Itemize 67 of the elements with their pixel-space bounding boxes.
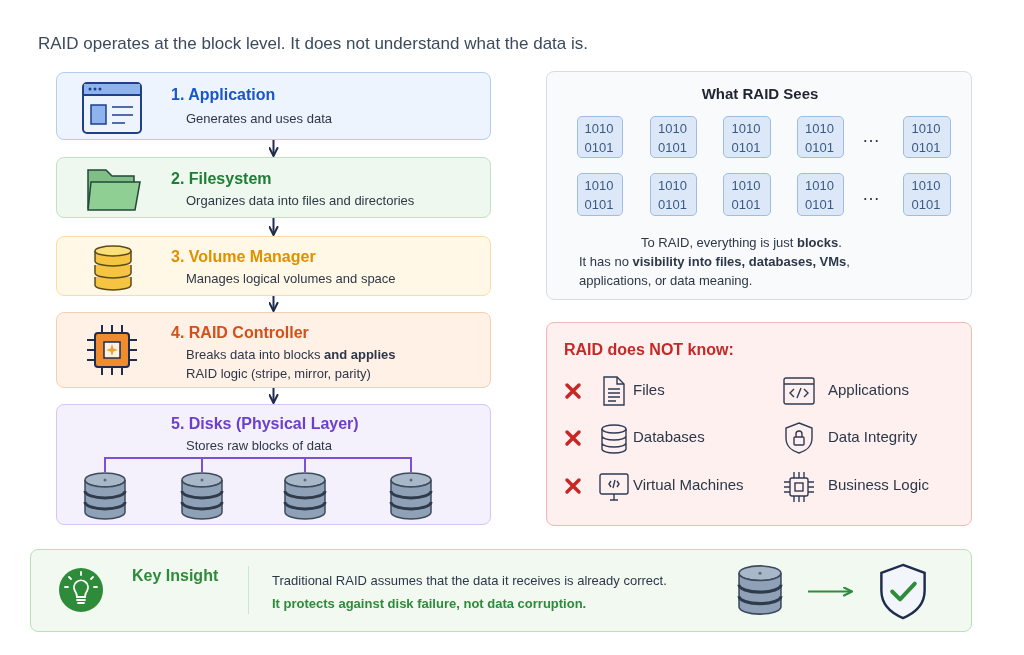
layer-description: Stores raw blocks of data <box>186 437 332 455</box>
ellipsis: … <box>862 185 880 204</box>
data-block <box>722 115 771 158</box>
insight-text: It protects against disk failure, not data corruption. <box>272 595 587 613</box>
layer-box <box>56 404 491 525</box>
layer-description: Manages logical volumes and space <box>186 270 396 288</box>
arrow <box>268 295 279 312</box>
list-item: Business Logic <box>828 475 929 494</box>
data-block <box>722 172 771 216</box>
binary-text: 1010 0101 <box>657 176 688 214</box>
arrow <box>268 387 279 404</box>
layer-title: 1. Application <box>171 85 276 104</box>
panel-title: What RAID Sees <box>700 84 820 103</box>
disk-stack <box>283 471 326 520</box>
list-item: Files <box>633 380 665 399</box>
binary-text: 1010 0101 <box>583 176 615 214</box>
binary-text: 1010 0101 <box>583 119 615 157</box>
insight-banner <box>30 549 972 632</box>
layer-title: 2. Filesystem <box>171 169 272 188</box>
layer-title: 3. Volume Manager <box>171 247 316 266</box>
panel-text: It has no visibility into files, databases, VMs, applications, or data meaning. <box>579 253 851 290</box>
insight-text: Traditional RAID assumes that the data it receives is already correct. <box>272 572 667 590</box>
arrow <box>268 217 279 236</box>
shield-check <box>877 562 928 620</box>
binary-text: 1010 0101 <box>804 119 835 157</box>
disk-stack <box>389 471 432 520</box>
binary-text: 1010 0101 <box>657 119 688 157</box>
list-item: Virtual Machines <box>633 475 744 494</box>
layer-title: 5. Disks (Physical Layer) <box>171 414 359 433</box>
panel-title: RAID does NOT know: <box>564 340 734 359</box>
data-block <box>902 172 951 216</box>
disk-stack <box>180 471 223 520</box>
binary-text: 1010 0101 <box>910 176 942 214</box>
panel-text: To RAID, everything is just blocks. <box>641 234 842 252</box>
layer-title: 4. RAID Controller <box>171 323 309 342</box>
connector-line <box>201 457 306 473</box>
binary-text: 1010 0101 <box>910 119 942 157</box>
layer-box <box>56 157 491 218</box>
insight-title: Key Insight <box>132 566 219 585</box>
list-item: Databases <box>633 427 705 446</box>
disk-stack <box>83 471 126 520</box>
data-block <box>576 115 623 158</box>
data-block <box>796 115 844 158</box>
list-item: Applications <box>828 380 909 399</box>
connector-line <box>304 457 412 473</box>
arrow <box>807 586 853 597</box>
data-block <box>649 115 697 158</box>
panel-box <box>546 71 972 300</box>
layer-box <box>56 236 491 296</box>
arrow <box>268 139 279 157</box>
data-block <box>902 115 951 158</box>
data-block <box>576 172 623 216</box>
data-block <box>796 172 844 216</box>
binary-text: 1010 0101 <box>730 176 762 214</box>
panel-box <box>546 322 972 526</box>
ellipsis: … <box>862 127 880 146</box>
binary-text: 1010 0101 <box>804 176 835 214</box>
data-block <box>649 172 697 216</box>
heading: RAID operates at the block level. It does not understand what the data is. <box>38 34 588 53</box>
list-item: Data Integrity <box>828 427 918 446</box>
layer-description: Generates and uses data <box>186 110 332 128</box>
layer-description: Breaks data into blocks and applies RAID logic (stripe, mirror, parity) <box>186 346 397 383</box>
layer-box <box>56 312 491 388</box>
connector-line <box>104 457 203 473</box>
binary-text: 1010 0101 <box>730 119 762 157</box>
layer-description: Organizes data into files and directories <box>186 192 415 210</box>
layer-box <box>56 72 491 140</box>
